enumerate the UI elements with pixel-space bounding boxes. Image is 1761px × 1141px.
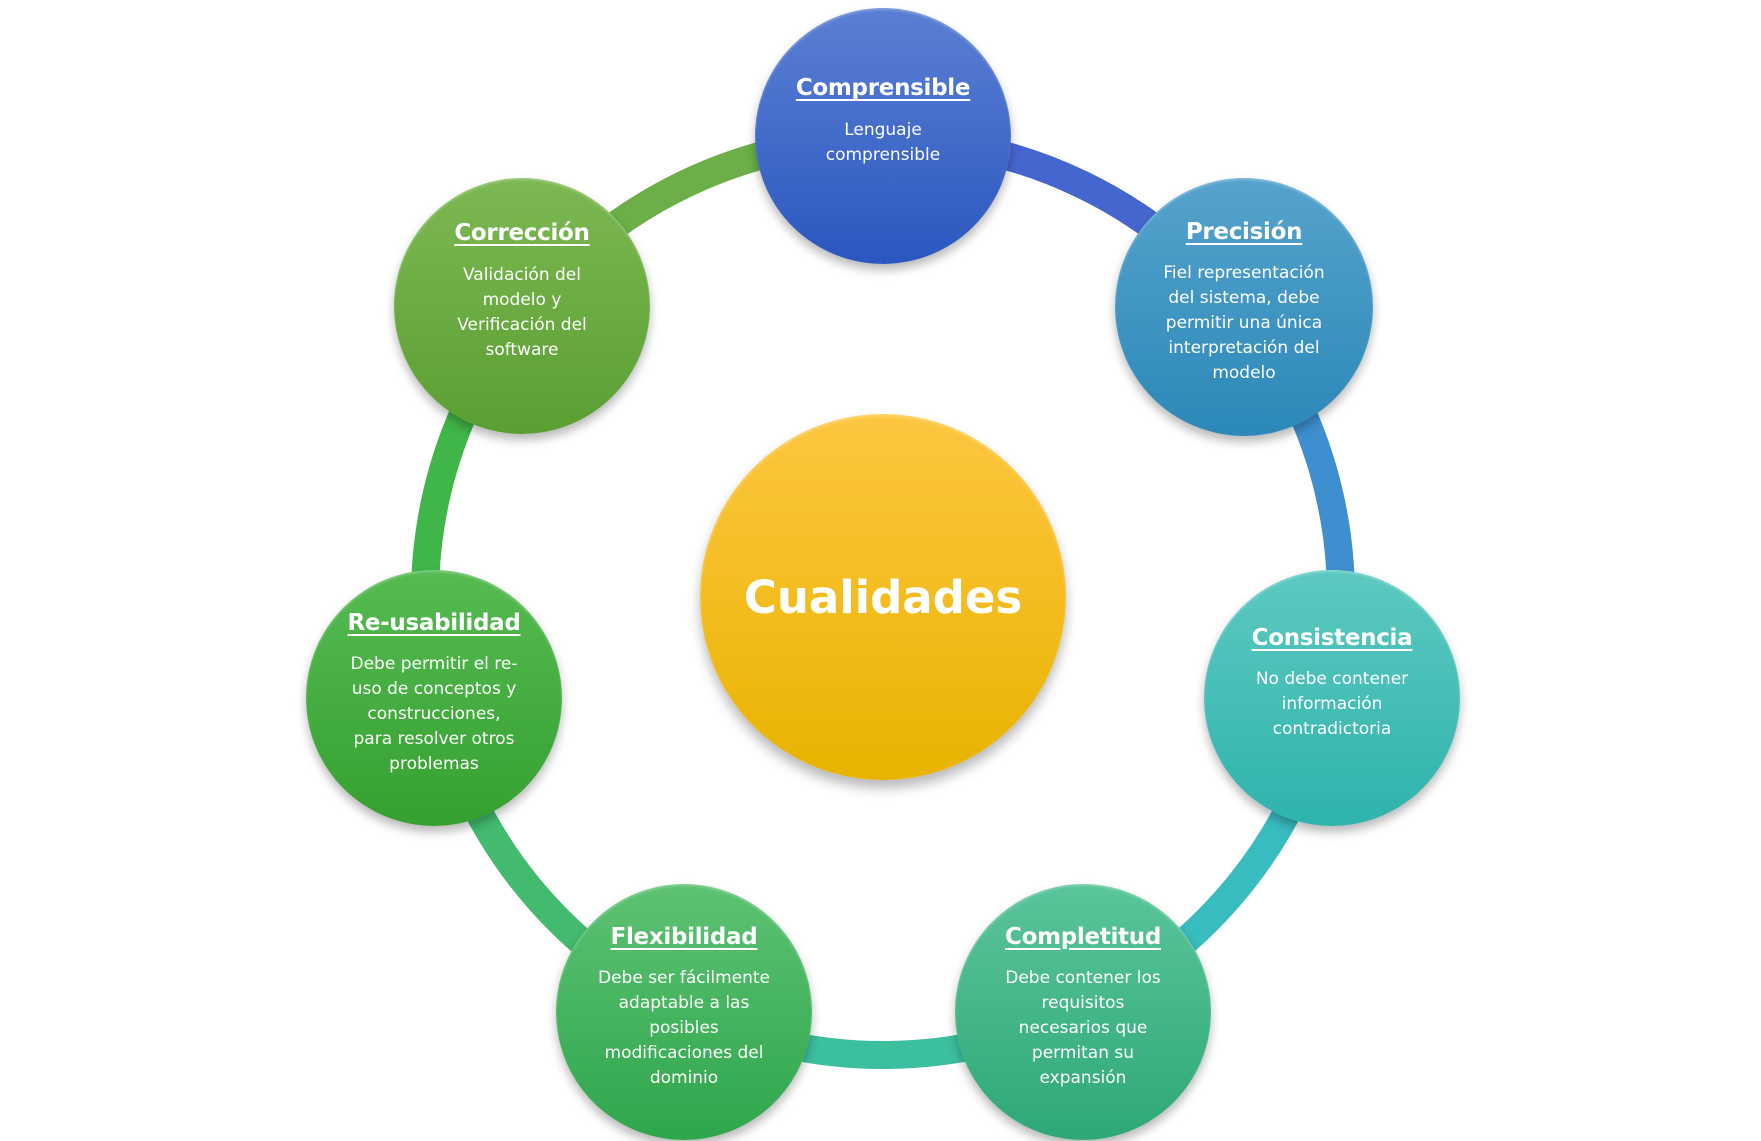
center-node-cualidades: Cualidades bbox=[700, 414, 1066, 780]
node-consistencia: Consistencia No debe contener informació… bbox=[1204, 570, 1460, 826]
node-desc-precision: Fiel representación del sistema, debe pe… bbox=[1163, 263, 1325, 384]
node-desc-correccion: Validación del modelo y Verificación del… bbox=[457, 264, 587, 360]
node-comprensible: Comprensible Lenguaje comprensible bbox=[755, 8, 1011, 264]
node-flexibilidad: Flexibilidad Debe ser fácilmente adaptab… bbox=[556, 884, 812, 1140]
node-comprensible-content: Comprensible Lenguaje comprensible bbox=[795, 75, 971, 167]
center-label: Cualidades bbox=[743, 570, 1023, 624]
node-title-completitud: Completitud bbox=[1004, 923, 1161, 950]
node-title-correccion: Corrección bbox=[454, 220, 590, 247]
node-consistencia-content: Consistencia No debe contener informació… bbox=[1251, 624, 1413, 742]
node-desc-comprensible: Lenguaje comprensible bbox=[825, 119, 941, 165]
node-reusabilidad-content: Re-usabilidad Debe permitir el re- uso d… bbox=[347, 609, 521, 777]
node-desc-completitud: Debe contener los requisitos necesarios … bbox=[1005, 968, 1161, 1089]
node-title-consistencia: Consistencia bbox=[1251, 624, 1413, 651]
node-correccion-content: Corrección Validación del modelo y Verif… bbox=[454, 220, 590, 362]
node-precision: Precisión Fiel representación del sistem… bbox=[1115, 178, 1373, 436]
node-desc-flexibilidad: Debe ser fácilmente adaptable a las posi… bbox=[597, 968, 771, 1089]
node-reusabilidad: Re-usabilidad Debe permitir el re- uso d… bbox=[306, 570, 562, 826]
node-title-reusabilidad: Re-usabilidad bbox=[347, 609, 521, 636]
node-title-flexibilidad: Flexibilidad bbox=[610, 923, 758, 950]
node-title-comprensible: Comprensible bbox=[795, 75, 971, 102]
node-flexibilidad-content: Flexibilidad Debe ser fácilmente adaptab… bbox=[597, 923, 771, 1091]
node-desc-consistencia: No debe contener información contradicto… bbox=[1255, 669, 1409, 740]
node-completitud: Completitud Debe contener los requisitos… bbox=[955, 884, 1211, 1140]
node-correccion: Corrección Validación del modelo y Verif… bbox=[394, 178, 650, 434]
node-desc-reusabilidad: Debe permitir el re- uso de conceptos y … bbox=[350, 654, 518, 775]
node-title-precision: Precisión bbox=[1185, 218, 1303, 245]
node-precision-content: Precisión Fiel representación del sistem… bbox=[1163, 218, 1325, 386]
node-completitud-content: Completitud Debe contener los requisitos… bbox=[1004, 923, 1161, 1091]
